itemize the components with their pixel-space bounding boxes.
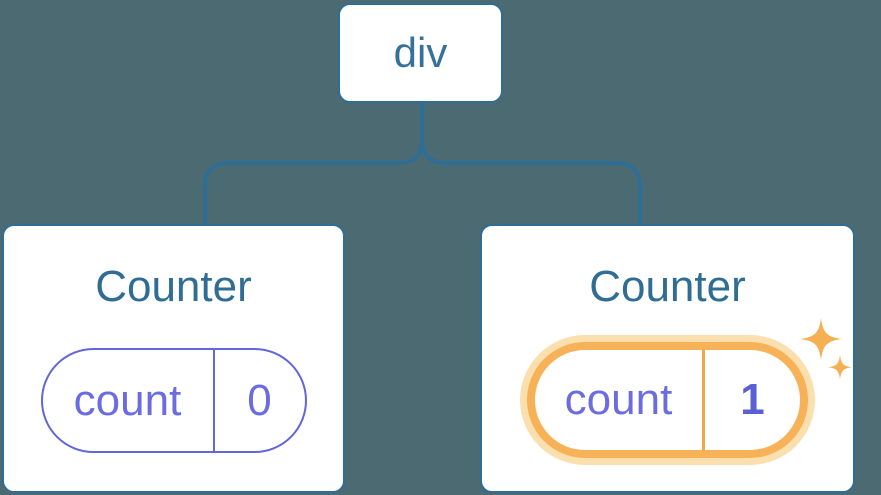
state-pill-highlighted: count 1 xyxy=(527,342,808,458)
state-value: 0 xyxy=(247,375,272,425)
connector-right-branch xyxy=(420,103,642,226)
sparkles-icon xyxy=(800,318,852,380)
connector-left-branch xyxy=(203,103,424,226)
card-title: Counter xyxy=(95,262,252,311)
state-key-label: count xyxy=(535,350,705,450)
state-value: 1 xyxy=(740,375,765,424)
sparkle-big xyxy=(800,318,842,360)
root-node-div: div xyxy=(338,3,503,103)
state-pill: count 0 xyxy=(40,348,307,453)
counter-card-left: Counter count 0 xyxy=(2,224,345,493)
counter-card-right: Counter count 1 xyxy=(480,224,855,493)
sparkle-small xyxy=(828,355,852,380)
root-node-label: div xyxy=(393,29,448,76)
card-title: Counter xyxy=(589,262,746,311)
state-key-label: count xyxy=(43,350,215,451)
